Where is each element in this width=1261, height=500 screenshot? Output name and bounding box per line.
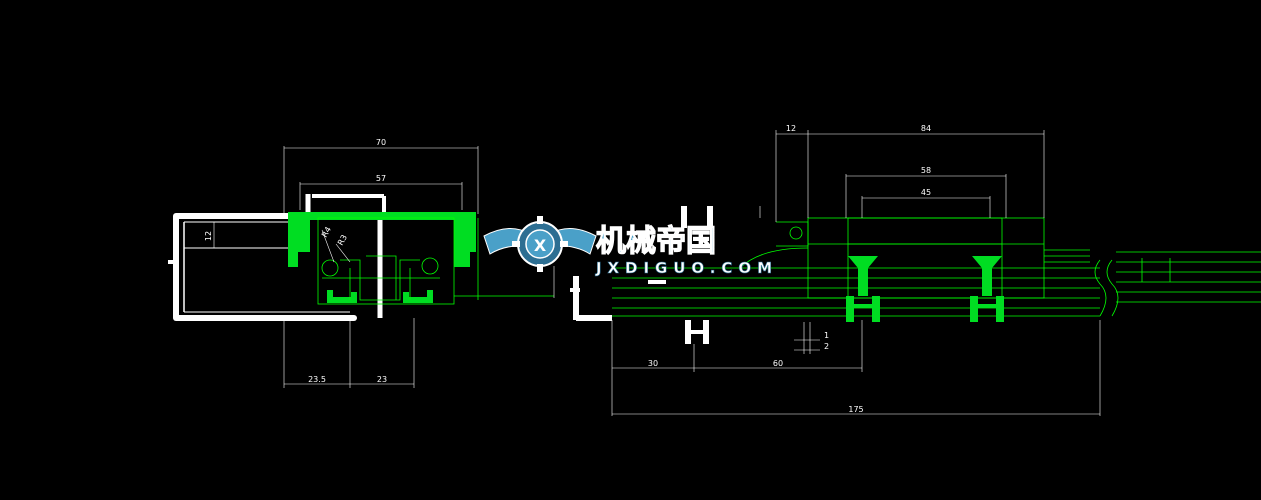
dim-top-large: 84 bbox=[921, 124, 931, 133]
dim-top-small: 12 bbox=[786, 124, 796, 133]
right-side-view: 12 84 58 45 1 2 30 60 175 bbox=[570, 124, 1261, 416]
left-green-lines bbox=[317, 217, 554, 305]
dim-overall: 175 bbox=[848, 405, 863, 414]
dim-offset-right: 23 bbox=[377, 375, 387, 384]
watermark: X 机械帝国 JXDIGUO.COM bbox=[483, 216, 772, 277]
dim-bottom-30: 30 bbox=[648, 359, 658, 368]
dim-radius-r4: R4 bbox=[320, 225, 333, 239]
right-dimension-lines bbox=[611, 130, 1101, 416]
dim-inner-45: 45 bbox=[921, 188, 931, 197]
right-green-bolts bbox=[846, 256, 1004, 322]
dim-offset-left: 23.5 bbox=[308, 375, 326, 384]
dim-inner-58: 58 bbox=[921, 166, 931, 175]
dim-gap-1: 1 bbox=[824, 331, 829, 340]
right-white-profile bbox=[570, 206, 713, 344]
dim-bottom-60: 60 bbox=[773, 359, 783, 368]
left-white-profile bbox=[168, 194, 386, 321]
left-cross-section-view: 70 57 12 R4 R3 23.5 23 bbox=[168, 138, 555, 388]
dim-radius-r3: R3 bbox=[336, 233, 349, 247]
svg-text:X: X bbox=[534, 236, 547, 255]
gear-wings-logo-icon: X bbox=[483, 216, 597, 272]
left-green-section bbox=[288, 212, 476, 303]
left-dimension-lines bbox=[213, 146, 555, 388]
dim-height: 12 bbox=[204, 231, 213, 241]
dim-width-inner: 57 bbox=[376, 174, 386, 183]
watermark-cn-text: 机械帝国 bbox=[596, 224, 716, 259]
right-green-lines bbox=[612, 217, 1261, 317]
dim-width-total: 70 bbox=[376, 138, 386, 147]
dim-gap-2: 2 bbox=[824, 342, 829, 351]
